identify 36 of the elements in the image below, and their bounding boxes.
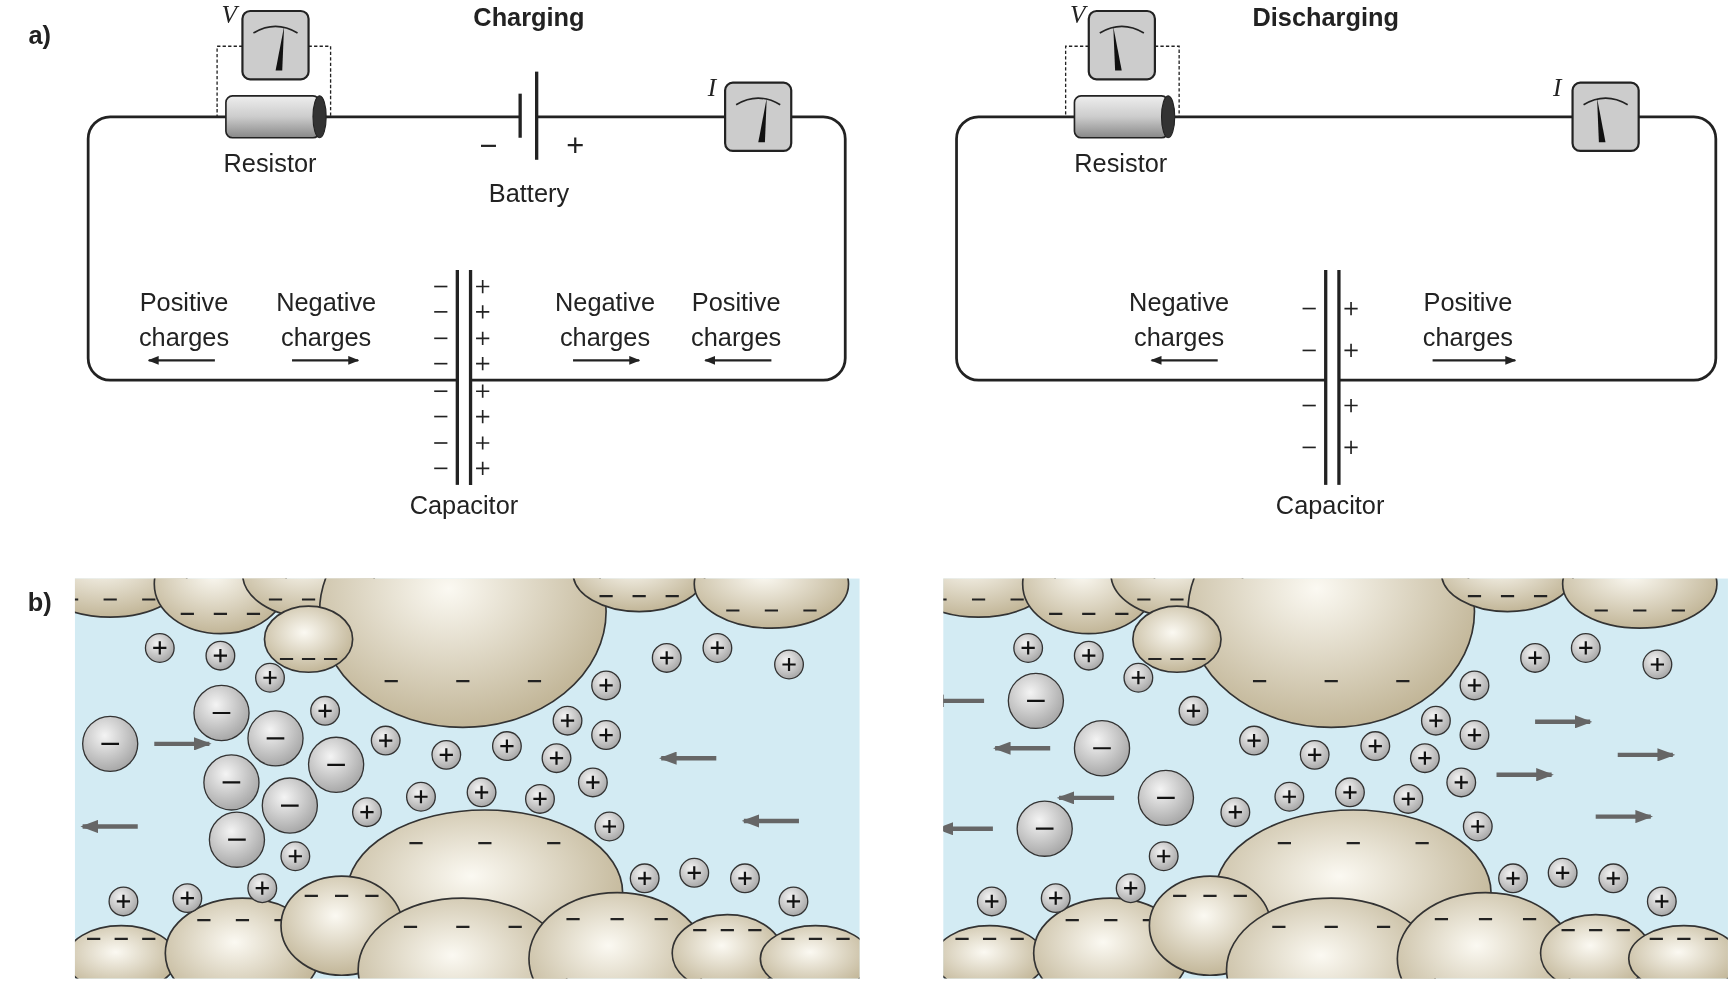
- meter-symbol: I: [1552, 72, 1562, 104]
- capacitor-symbol: [1301, 270, 1359, 485]
- component-label: Resistor: [1074, 147, 1168, 180]
- charge-label: Positive charges: [137, 286, 231, 354]
- polarity-sign: −: [479, 128, 498, 165]
- charge-label: Negative charges: [275, 286, 378, 354]
- component-label: Capacitor: [1275, 489, 1385, 522]
- panel-label: a): [28, 19, 51, 52]
- charge-label: Positive charges: [1421, 286, 1514, 354]
- voltmeter-icon: [1087, 9, 1156, 81]
- capacitor-symbol: [433, 270, 491, 485]
- ammeter-icon: [1571, 81, 1640, 153]
- panel-title: Charging: [473, 2, 585, 34]
- meter-symbol: I: [707, 72, 717, 104]
- polarity-sign: +: [566, 128, 585, 165]
- resistor-symbol: [225, 95, 327, 139]
- meter-symbol: V: [1070, 0, 1086, 31]
- component-label: Capacitor: [409, 489, 519, 522]
- circuit-wire: [326, 115, 521, 119]
- circuit-wire: [536, 115, 726, 119]
- circuit-wire: [1174, 115, 1573, 119]
- component-label: Resistor: [223, 147, 317, 180]
- circuit-wire: [955, 115, 1326, 382]
- charge-label: Positive charges: [690, 286, 783, 354]
- charge-label: Negative charges: [554, 286, 656, 354]
- voltmeter-icon: [241, 9, 310, 81]
- circuit-wire: [86, 115, 458, 382]
- panel-title: Discharging: [1252, 2, 1399, 34]
- component-label: Battery: [488, 177, 570, 210]
- charge-label: Negative charges: [1128, 286, 1231, 354]
- circuit-wire: [470, 115, 847, 382]
- ammeter-icon: [724, 81, 793, 153]
- circuit-wire: [1338, 115, 1718, 382]
- battery-symbol: [518, 71, 539, 160]
- panel-label: b): [27, 586, 52, 618]
- resistor-symbol: [1073, 95, 1176, 139]
